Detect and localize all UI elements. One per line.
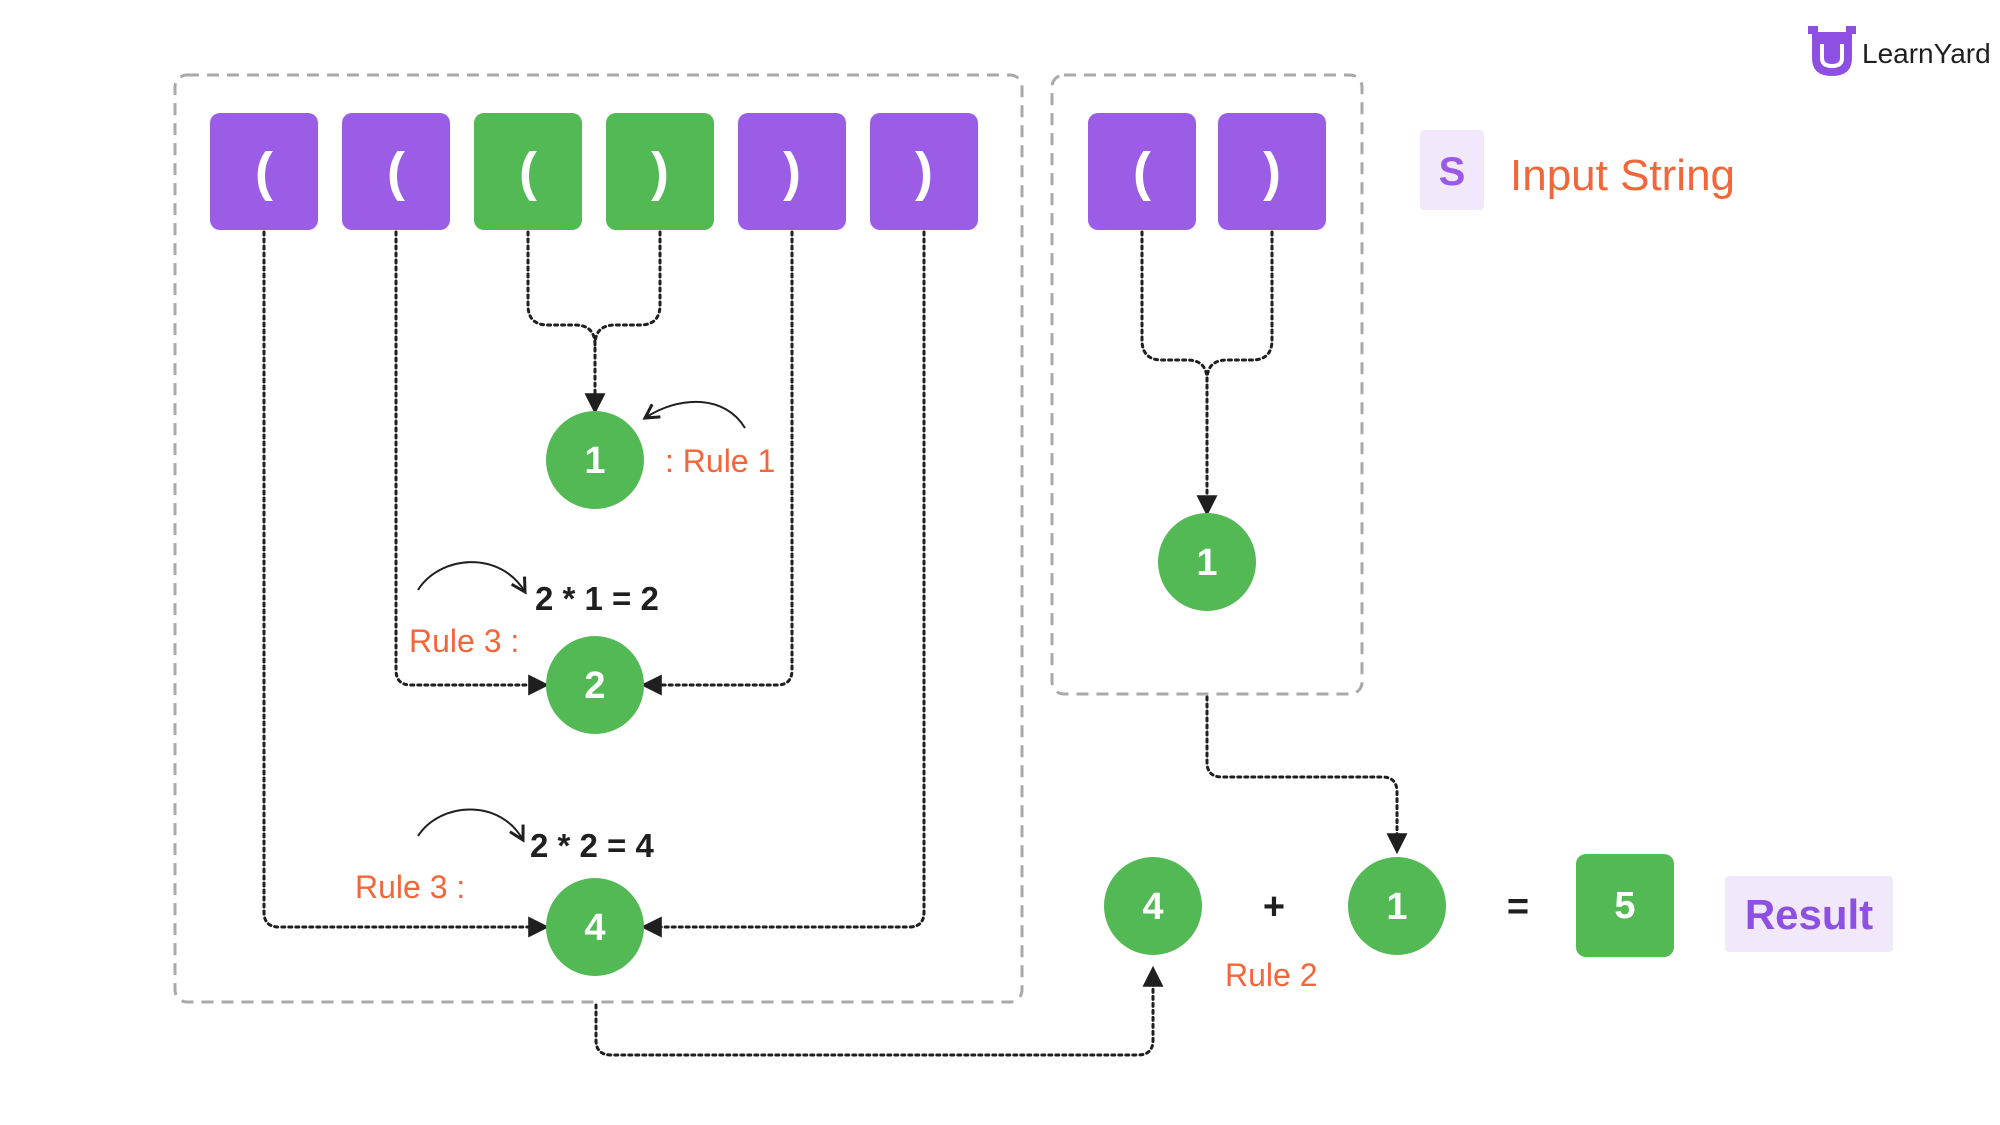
node-right-pair [1158, 513, 1256, 611]
tile-open-2 [342, 113, 450, 230]
node-middle-pair [546, 636, 644, 734]
tile-char: ( [255, 142, 273, 202]
rule2-label: Rule 2 [1225, 957, 1318, 993]
tile-close-5 [738, 113, 846, 230]
equation-2x1: 2 * 1 = 2 [535, 580, 659, 617]
right-input-tiles: ( ) [1088, 113, 1326, 230]
connector-right-close [1205, 230, 1274, 382]
connector-right-open [1140, 230, 1218, 517]
learnyard-u-mark [1820, 44, 1844, 69]
result-value: 5 [1614, 885, 1635, 927]
tile-close-6 [870, 113, 978, 230]
connector-right-to-sum [1205, 695, 1408, 855]
rule1-label: : Rule 1 [665, 443, 775, 479]
connector-inner-open [526, 230, 606, 415]
connector-outer-open [262, 230, 550, 938]
tile-close-right [1218, 113, 1326, 230]
tile-char: ) [1263, 142, 1281, 202]
node-outer-pair [546, 878, 644, 976]
rule3-a-curved-arrow [417, 561, 525, 592]
sum-right-node [1348, 857, 1446, 955]
learnyard-logo: LearnYard [1808, 26, 1991, 76]
tile-char: ) [915, 142, 933, 202]
connector-outer-close [640, 230, 926, 938]
node-inner-pair [546, 411, 644, 509]
connector-inner-close [593, 230, 662, 347]
tile-open-3 [474, 113, 582, 230]
learnyard-crown-right [1846, 26, 1856, 34]
learnyard-shield-icon [1812, 32, 1852, 76]
legend-s-badge [1420, 130, 1484, 210]
left-input-tiles: ( ( ( ) ) ) [210, 113, 978, 230]
tile-close-4 [606, 113, 714, 230]
equals-operator: = [1507, 886, 1529, 928]
rule1-curved-arrow [645, 400, 746, 429]
tile-char: ) [783, 142, 801, 202]
connector-left-to-sum [594, 965, 1164, 1057]
brand-name: LearnYard [1862, 38, 1991, 69]
rule3-label-b: Rule 3 : [355, 869, 465, 905]
node-right-value: 1 [1196, 542, 1217, 584]
result-label-badge [1725, 876, 1893, 952]
right-group-frame [1050, 73, 1364, 696]
tile-open-right [1088, 113, 1196, 230]
connector-middle-open [394, 230, 550, 696]
plus-operator: + [1263, 886, 1285, 928]
sum-left-node [1104, 857, 1202, 955]
sum-left-value: 4 [1142, 886, 1163, 928]
legend-s-letter: S [1439, 150, 1466, 194]
legend-input-label: Input String [1510, 151, 1735, 200]
rule3-label-a: Rule 3 : [409, 623, 519, 659]
tile-char: ) [651, 142, 669, 202]
tile-open-1 [210, 113, 318, 230]
result-tile [1576, 854, 1674, 957]
connector-middle-close [640, 230, 794, 696]
tile-char: ( [387, 142, 405, 202]
result-label: Result [1745, 891, 1873, 938]
equation-2x2: 2 * 2 = 4 [530, 827, 654, 864]
rule3-b-curved-arrow [417, 808, 523, 841]
sum-right-value: 1 [1386, 886, 1407, 928]
tile-char: ( [519, 142, 537, 202]
node-outer-value: 4 [584, 907, 605, 949]
learnyard-crown-left [1808, 26, 1818, 34]
tile-char: ( [1133, 142, 1151, 202]
node-inner-value: 1 [584, 440, 605, 482]
node-middle-value: 2 [584, 665, 605, 707]
left-group-frame [173, 73, 1024, 1004]
